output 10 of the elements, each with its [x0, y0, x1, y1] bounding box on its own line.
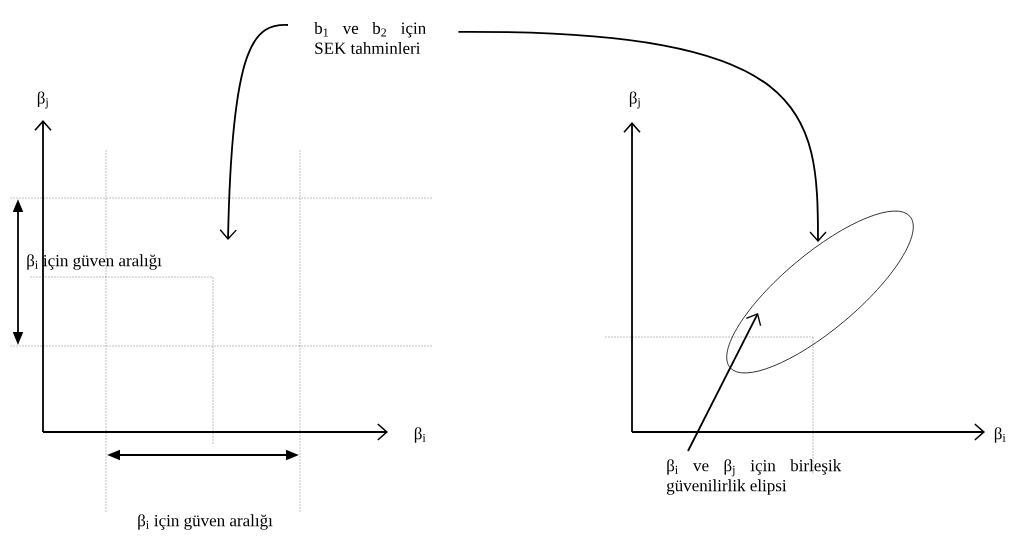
axis-label: β$_{j}$: [629, 91, 640, 109]
axis-label: β$_{j}$: [37, 91, 48, 109]
leader-line: [457, 30, 827, 242]
axis-label: β$_{i}$: [994, 427, 1006, 443]
interval-label: β$_{i}$ için güven aralığı: [138, 514, 273, 530]
leader-line: [687, 313, 762, 452]
note-text: b$_{1}$ ve b$_{2}$ için SEK tahminleri: [314, 22, 426, 54]
axis-label: β$_{i}$: [414, 427, 426, 443]
leader-line: [219, 24, 289, 240]
note-text: β$_{i}$ ve β$_{j}$ için birleşik güvenilirlik elipsi: [666, 459, 842, 495]
